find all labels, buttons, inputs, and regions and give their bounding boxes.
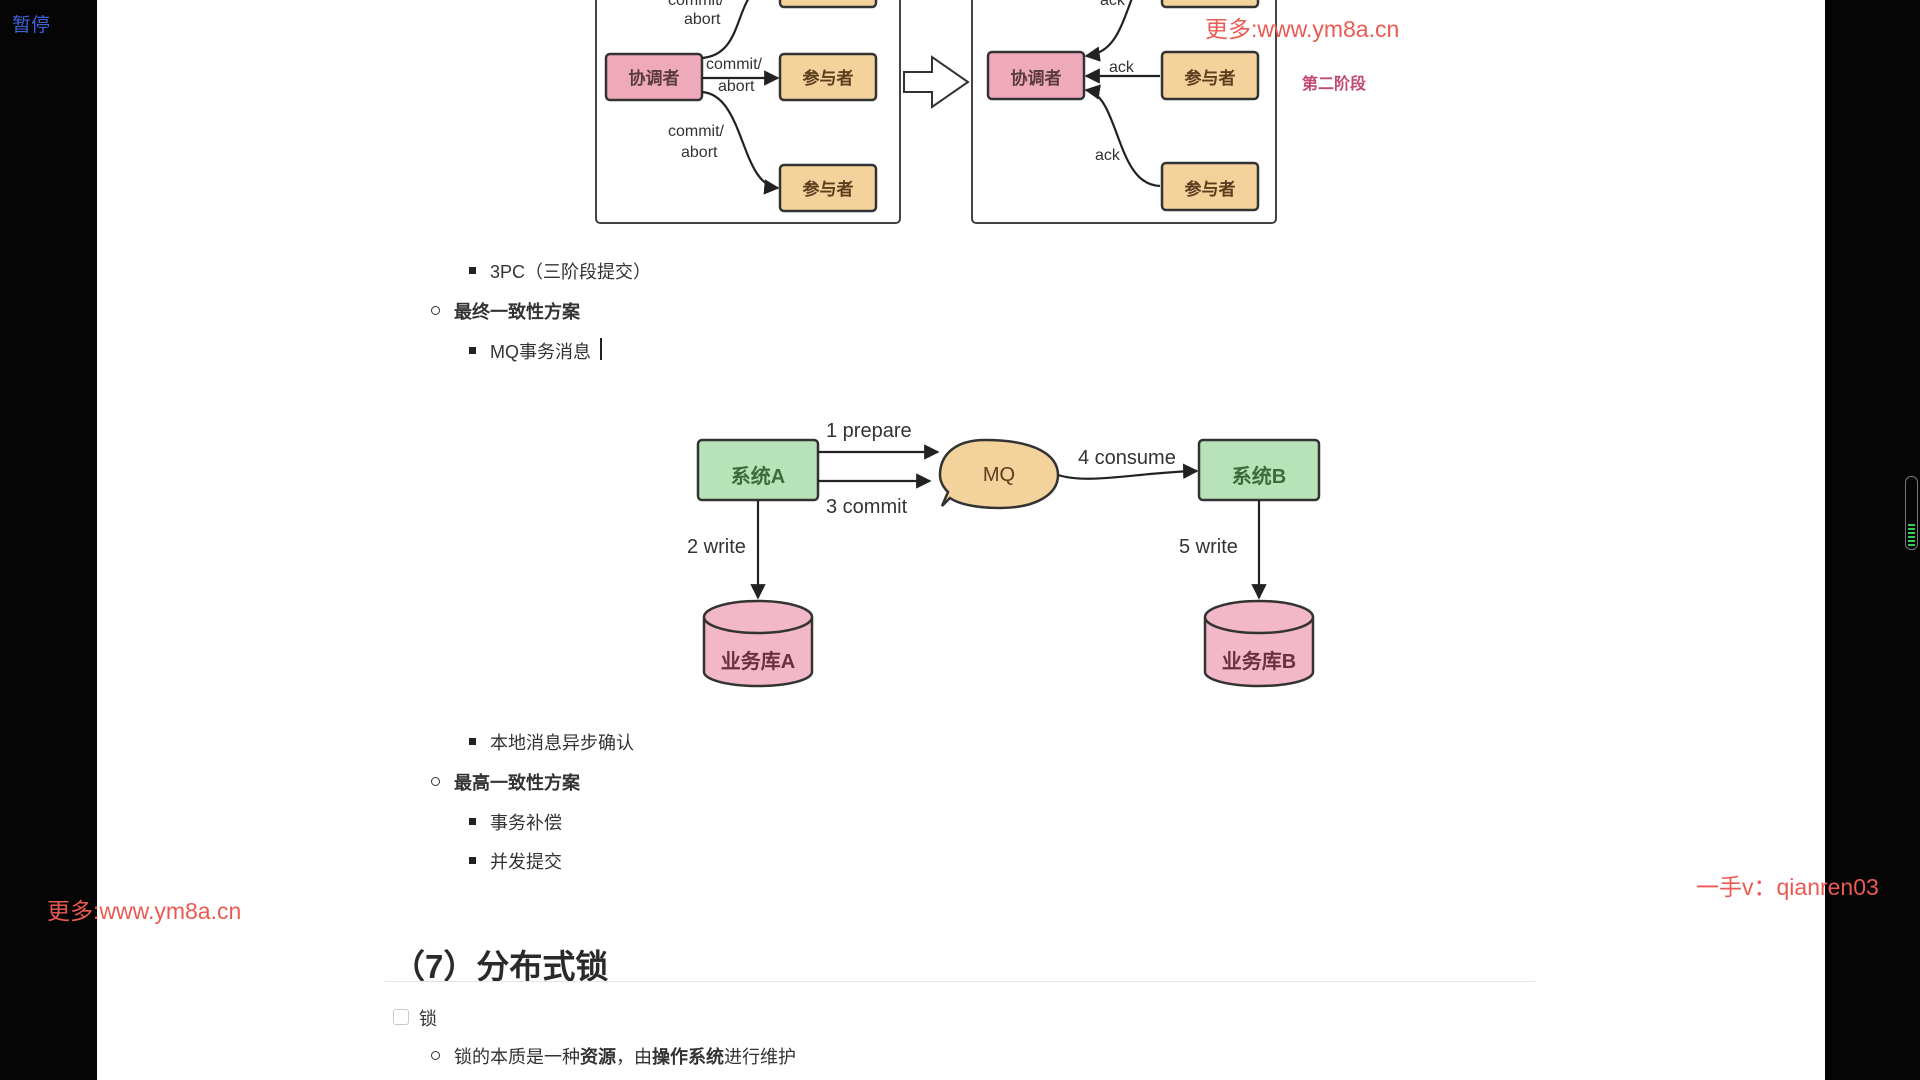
task-label: 锁 <box>419 1009 437 1029</box>
phase-label: 第二阶段 <box>1302 76 1367 93</box>
mq-label: MQ <box>982 464 1016 486</box>
heading-divider <box>385 981 1535 982</box>
participant-label-1c: 参与者 <box>802 180 854 199</box>
db-a-label: 业务库A <box>720 651 796 673</box>
system-b-label: 系统B <box>1231 466 1287 488</box>
step-consume-label: 4 consume <box>1078 447 1176 469</box>
participant-box-1c <box>778 163 878 213</box>
text-segment: ，由 <box>616 1047 652 1067</box>
two-phase-commit-diagram <box>595 0 1277 224</box>
section-heading: （7）分布式锁 <box>392 948 609 985</box>
bullet-square-icon <box>469 857 476 864</box>
bullet-square-icon <box>469 347 476 354</box>
list-item-mq-tx[interactable]: MQ事务消息 <box>490 342 591 362</box>
coordinator-box-2 <box>986 50 1086 101</box>
list-item-local-msg: 本地消息异步确认 <box>490 733 634 753</box>
system-a-label: 系统A <box>730 466 786 488</box>
participant-box-1a <box>778 0 878 9</box>
ack-arrow-top <box>1084 0 1133 62</box>
bullet-square-icon <box>469 818 476 825</box>
coordinator-label-2: 协调者 <box>1010 69 1062 88</box>
text-segment: 锁的本质是一种 <box>454 1047 580 1067</box>
list-heading-strongest: 最高一致性方案 <box>454 773 580 793</box>
list-item-3pc: 3PC（三阶段提交） <box>490 262 652 282</box>
db-b-label: 业务库B <box>1221 651 1297 673</box>
mq-transaction-diagram <box>696 438 1321 688</box>
send-label-mid-2: abort <box>718 78 755 95</box>
text-bold-resource: 资源 <box>580 1047 616 1067</box>
volume-level-bar <box>1908 522 1915 546</box>
send-label-bottom-1: commit/ <box>668 123 724 140</box>
phase1-frame <box>595 0 901 224</box>
volume-segment <box>1908 532 1915 534</box>
text-cursor <box>600 338 602 360</box>
arrow-consume <box>1057 463 1199 480</box>
participant-label-2c: 参与者 <box>1184 180 1236 199</box>
watermark-right: 一手v：qianren03 <box>1696 874 1879 900</box>
step-commit-label: 3 commit <box>826 496 908 518</box>
participant-label-2b: 参与者 <box>1184 69 1236 88</box>
list-item-compensation: 事务补偿 <box>490 813 562 833</box>
participant-box-1b <box>778 52 878 102</box>
step-write-a-label: 2 write <box>687 536 746 558</box>
pause-label[interactable]: 暂停 <box>12 15 51 36</box>
document-page <box>97 0 1825 1080</box>
send-label-top-2: abort <box>684 11 721 28</box>
volume-indicator[interactable] <box>1905 476 1918 550</box>
volume-segment <box>1908 536 1915 538</box>
step-write-b-label: 5 write <box>1179 536 1238 558</box>
arrow-send-bottom <box>701 90 780 195</box>
volume-segment <box>1908 544 1915 546</box>
step-prepare-label: 1 prepare <box>826 420 912 442</box>
coordinator-label-1: 协调者 <box>628 69 680 88</box>
arrow-send-top <box>701 0 750 60</box>
ack-arrow-bottom <box>1084 84 1161 188</box>
bullet-circle-icon <box>431 777 440 786</box>
send-label-bottom-2: abort <box>681 144 718 161</box>
phase2-frame <box>971 0 1277 224</box>
send-label-mid-1: commit/ <box>706 56 762 73</box>
bullet-circle-icon <box>431 306 440 315</box>
participant-label-1b: 参与者 <box>802 69 854 88</box>
watermark-top: 更多:www.ym8a.cn <box>1205 16 1400 42</box>
sub-item-lock-essence: 锁的本质是一种资源，由操作系统进行维护 <box>454 1043 796 1069</box>
bullet-square-icon <box>469 267 476 274</box>
volume-segment <box>1908 540 1915 542</box>
text-bold-os: 操作系统 <box>652 1047 724 1067</box>
database-b-icon <box>1203 599 1315 688</box>
send-label-top-1: commit/ <box>668 0 724 9</box>
transition-arrow-icon <box>903 55 970 109</box>
ack-label-bottom: ack <box>1095 147 1120 164</box>
text-segment: 进行维护 <box>724 1047 796 1067</box>
watermark-left: 更多:www.ym8a.cn <box>47 898 242 924</box>
ack-label-top: ack <box>1100 0 1125 9</box>
volume-segment <box>1908 528 1915 530</box>
volume-segment <box>1908 524 1915 526</box>
participant-box-2a <box>1160 0 1260 9</box>
bullet-square-icon <box>469 738 476 745</box>
mq-bubble <box>938 438 1060 510</box>
bullet-circle-icon <box>431 1051 440 1060</box>
list-item-concurrent-commit: 并发提交 <box>490 852 562 872</box>
database-a-icon <box>702 599 814 688</box>
task-checkbox[interactable] <box>393 1009 409 1025</box>
participant-box-2b <box>1160 50 1260 101</box>
ack-label-mid: ack <box>1109 59 1134 76</box>
list-heading-eventual: 最终一致性方案 <box>454 302 580 322</box>
participant-box-2c <box>1160 161 1260 212</box>
